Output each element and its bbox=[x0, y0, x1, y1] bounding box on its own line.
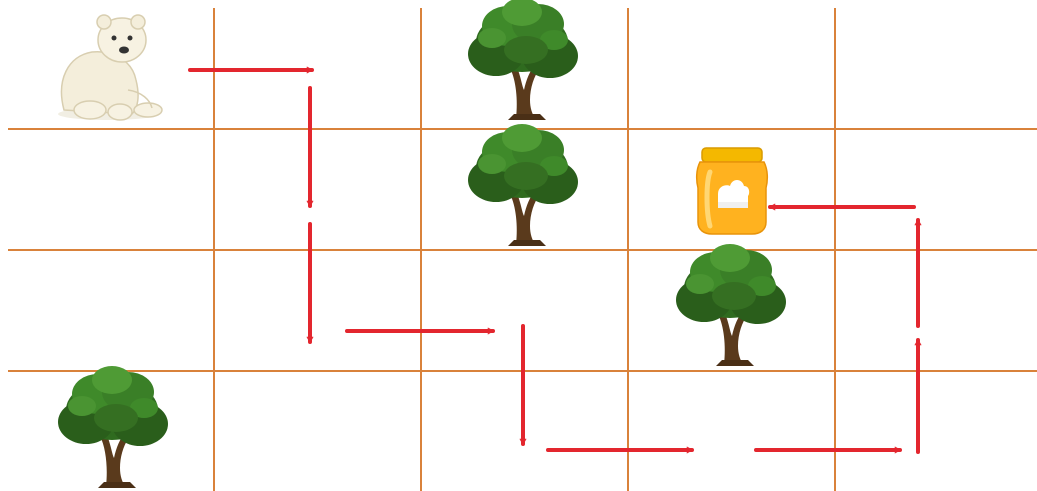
tree-icon bbox=[676, 244, 786, 366]
tree-icon bbox=[58, 366, 168, 488]
tree-icon bbox=[468, 124, 578, 246]
tree-icon bbox=[468, 0, 578, 120]
honey-jar-icon bbox=[695, 147, 769, 235]
polar-bear-icon bbox=[58, 14, 163, 121]
path-arrows bbox=[188, 66, 922, 454]
